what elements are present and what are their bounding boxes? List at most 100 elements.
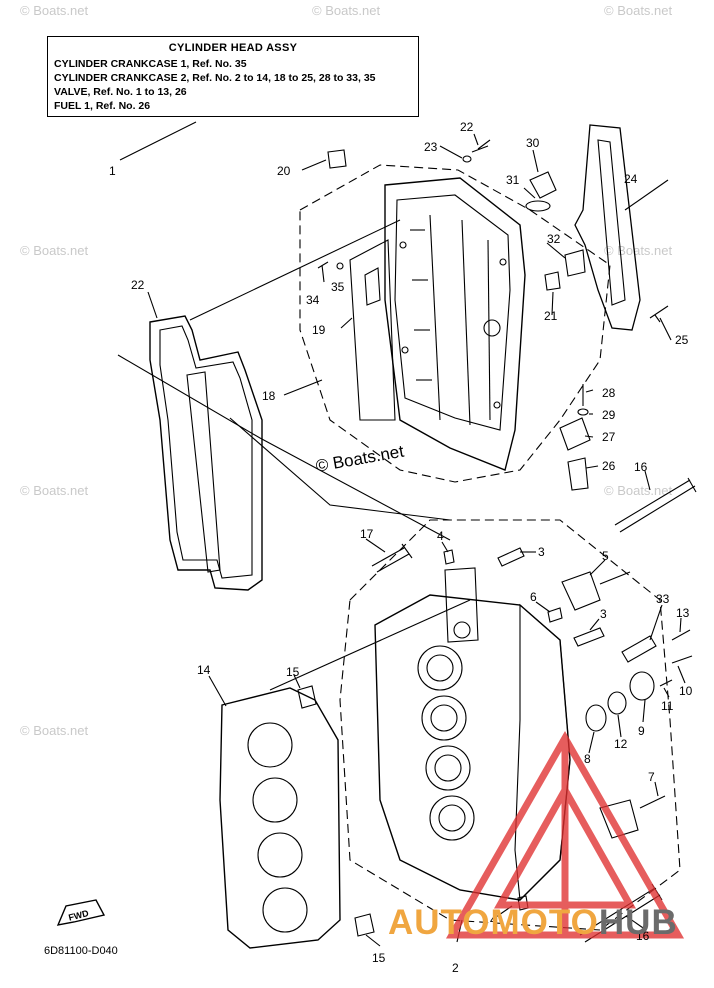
leader-line [119,121,197,161]
head-gasket-14 [219,687,341,949]
callout-label: 21 [544,309,558,323]
callout-label: 33 [656,592,670,606]
washer-21 [336,262,344,270]
guide-line [189,219,401,321]
watermark: © Boats.net [20,723,89,738]
fwd-arrow [56,899,106,926]
oil-seal-8 [585,704,607,732]
callout-label: 8 [584,752,591,766]
bolt-27 [649,305,669,323]
sensor-35 [621,635,657,663]
callout-label: 6 [530,590,537,604]
plug-22 [327,149,347,169]
washer-31 [577,408,589,416]
callout-label: 18 [262,389,276,403]
watermark: © Boats.net [20,483,89,498]
title-box-line-2: CYLINDER CRANKCASE 2, Ref. No. 2 to 14, … [54,72,376,84]
callout-label: 19 [312,323,326,337]
callout-label: 13 [676,606,690,620]
bearing-cap-7 [599,799,639,839]
sensor-28 [567,457,589,491]
callout-label: 29 [602,408,616,422]
title-box: CYLINDER HEAD ASSY CYLINDER CRANKCASE 1,… [47,36,419,117]
callout-label: 3 [538,545,545,559]
bolt-13 [671,629,691,641]
pin-6 [547,607,563,623]
cylinder-block [374,567,571,902]
callout-label: 15 [286,665,300,679]
title-box-heading: CYLINDER HEAD ASSY [168,42,298,54]
bolt-10 [671,655,693,664]
cylinder-head-cover [384,177,526,471]
callout-label: 24 [624,172,638,186]
callout-label: 31 [506,173,520,187]
callout-label: 12 [614,737,628,751]
pin-3 [497,547,525,567]
guide-line [117,354,451,541]
bracket-26 [574,124,641,331]
cover-gasket-23 [149,315,263,591]
brand-part-auto: AUTO [388,903,491,942]
plug-4 [443,549,455,565]
plug-22b [544,271,561,291]
sensor-29 [559,417,591,451]
filler-cap-32 [529,171,557,199]
watermark: © Boats.net [312,3,381,18]
pin-3b [573,627,605,647]
callout-label: 25 [675,333,689,347]
bolt-17 [371,543,413,573]
callout-label: 14 [197,663,211,677]
head-cover-group-outline [299,164,611,483]
dowel-pin-15 [297,685,317,709]
clip-34 [564,249,586,277]
title-box-line-4: FUEL 1, Ref. No. 26 [54,100,151,112]
collar-12 [607,691,627,715]
callout-label: 9 [638,724,645,738]
automotohub-watermark: AUTOMOTOHUB [388,903,678,943]
callout-label: 5 [602,549,609,563]
callout-label: 22 [131,278,145,292]
callout-label: 7 [648,770,655,784]
title-box-line-3: VALVE, Ref. No. 1 to 13, 26 [54,86,187,98]
callout-label: 34 [306,293,320,307]
callout-label: 11 [661,699,674,713]
bolt-24 [471,139,491,153]
callout-label: 4 [490,913,497,927]
watermark: © Boats.net [604,3,673,18]
callout-label: 2 [452,961,459,975]
long-bolt-16 [614,477,697,533]
callout-label: 16 [634,460,648,474]
side-cover-plate [349,239,396,421]
callout-label: 28 [602,386,616,400]
callout-label: 23 [424,140,438,154]
washer-25 [462,155,472,163]
callout-label: 1 [109,164,116,178]
brand-part-hub: HUB [598,903,678,942]
brand-part-moto: MOTO [490,903,599,942]
callout-label: 20 [277,164,291,178]
callout-label: 35 [331,280,345,294]
guide-line [269,599,471,691]
watermark: © Boats.net [20,3,89,18]
callout-label: 17 [360,527,374,541]
bolt-11 [659,679,673,687]
callout-label: 27 [602,430,616,444]
callout-label: 4 [437,529,444,543]
callout-label: 32 [547,232,561,246]
bolt-5 [599,571,631,585]
bolt-20 [317,261,329,283]
bearing-cap-5 [561,571,601,611]
callout-label: 22 [460,120,474,134]
title-box-line-1: CYLINDER CRANKCASE 1, Ref. No. 35 [54,58,247,70]
callout-label: 3 [600,607,607,621]
callout-label: 15 [372,951,386,965]
cylinder-block-group-outline [339,519,681,931]
callout-label: 16 [636,929,650,943]
automotohub-logo-mark [445,730,685,939]
guide-line [229,417,451,521]
watermark: © Boats.net [604,483,673,498]
bolt-7 [639,795,666,809]
fwd-label: FWD [67,908,90,923]
